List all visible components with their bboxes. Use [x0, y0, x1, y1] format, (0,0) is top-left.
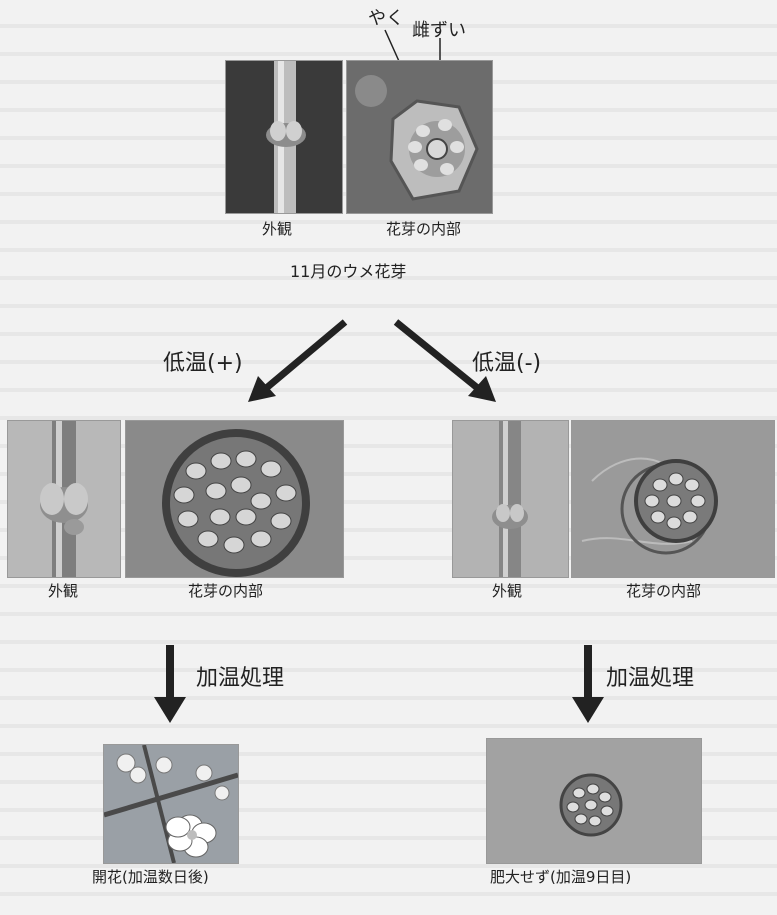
photo-mid-left-exterior — [7, 420, 121, 578]
top-title: 11月のウメ花芽 — [290, 262, 407, 281]
caption-result-right: 肥大せず(加温9日目) — [490, 868, 632, 886]
photo-mid-right-interior — [571, 420, 775, 578]
photo-result-right — [486, 738, 702, 864]
photo-mid-left-interior — [125, 420, 344, 578]
caption-top-interior: 花芽の内部 — [386, 220, 462, 238]
photo-top-exterior — [225, 60, 343, 214]
label-heating-right: 加温処理 — [606, 666, 695, 691]
caption-mid-left-interior: 花芽の内部 — [188, 582, 264, 600]
label-anther: やく — [368, 8, 404, 29]
label-low-temp-minus: 低温(-) — [472, 351, 542, 376]
caption-result-left: 開花(加温数日後) — [92, 868, 209, 886]
label-pistil: 雌ずい — [412, 20, 466, 41]
label-heating-left: 加温処理 — [196, 666, 285, 691]
photo-mid-right-exterior — [452, 420, 569, 578]
down-arrow-right — [572, 645, 604, 723]
label-low-temp-plus: 低温(+) — [163, 351, 243, 376]
photo-result-left — [103, 744, 239, 864]
photo-top-interior — [346, 60, 493, 214]
caption-mid-right-exterior: 外観 — [492, 582, 523, 600]
branch-arrows — [248, 319, 496, 402]
caption-mid-right-interior: 花芽の内部 — [626, 582, 702, 600]
caption-mid-left-exterior: 外観 — [48, 582, 79, 600]
down-arrow-left — [154, 645, 186, 723]
caption-top-exterior: 外観 — [262, 220, 293, 238]
